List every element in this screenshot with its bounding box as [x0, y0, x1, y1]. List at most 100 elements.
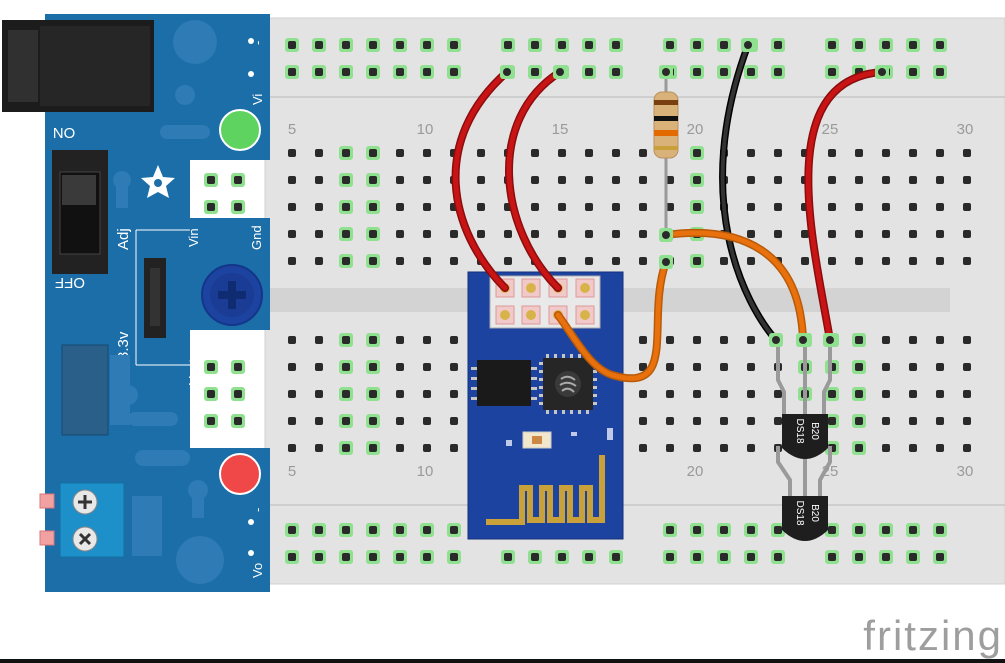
breadboard-hole — [450, 336, 458, 344]
rail-hole — [531, 41, 539, 49]
breadboard-hole — [882, 390, 890, 398]
breadboard-hole — [423, 390, 431, 398]
col-num-top-30: 30 — [957, 121, 974, 138]
wire-end — [878, 68, 886, 76]
rail-hole — [720, 553, 728, 561]
rail-hole — [369, 553, 377, 561]
breadboard-hole — [693, 176, 701, 184]
breadboard-hole — [720, 363, 728, 371]
pcb-antenna — [486, 455, 605, 525]
breadboard-hole — [882, 336, 890, 344]
breadboard-hole — [693, 417, 701, 425]
rail-hole — [585, 68, 593, 76]
rail-hole — [882, 526, 890, 534]
breadboard-hole — [774, 149, 782, 157]
header-pin — [526, 283, 536, 293]
rail-hole — [909, 526, 917, 534]
sensor-label: DS18 — [794, 500, 805, 525]
breadboard-hole — [747, 203, 755, 211]
rail-hole — [423, 553, 431, 561]
breadboard-hole — [639, 176, 647, 184]
breadboard-hole — [288, 149, 296, 157]
vo-led — [219, 453, 261, 495]
breadboard: 5 10 15 20 25 30 5 10 20 25 30 — [204, 17, 1005, 585]
breadboard-hole — [909, 176, 917, 184]
breadboard-hole — [585, 257, 593, 265]
breadboard-hole — [909, 336, 917, 344]
breadboard-hole — [693, 203, 701, 211]
rail-hole — [423, 41, 431, 49]
breadboard-hole — [585, 203, 593, 211]
breadboard-hole — [558, 149, 566, 157]
breadboard-hole — [639, 149, 647, 157]
breadboard-hole — [612, 257, 620, 265]
rail-hole — [693, 553, 701, 561]
breadboard-hole — [342, 336, 350, 344]
breadboard-hole — [315, 149, 323, 157]
col-num-top-20: 20 — [687, 121, 704, 138]
breadboard-hole — [369, 149, 377, 157]
breadboard-hole — [882, 230, 890, 238]
sensor-label: B20 — [809, 422, 820, 440]
rail-hole — [612, 68, 620, 76]
breadboard-hole — [693, 363, 701, 371]
breadboard-hole — [882, 257, 890, 265]
breadboard-hole — [369, 336, 377, 344]
breadboard-hole — [909, 203, 917, 211]
rail-hole — [531, 553, 539, 561]
rail-hole — [288, 526, 296, 534]
breadboard-hole — [423, 336, 431, 344]
power-supply-module: - Vi ON OFF Adj 3.3v Vin Gnd Vo — [2, 14, 270, 592]
col-num-bottom-5: 5 — [288, 463, 296, 480]
breadboard-hole — [936, 203, 944, 211]
breadboard-hole — [909, 230, 917, 238]
rail-hole — [450, 68, 458, 76]
breadboard-hole — [828, 203, 836, 211]
breadboard-hole — [963, 417, 971, 425]
breadboard-hole — [828, 390, 836, 398]
breadboard-hole — [369, 230, 377, 238]
breadboard-hole — [774, 230, 782, 238]
breadboard-hole — [882, 176, 890, 184]
module-pin — [207, 203, 215, 211]
breadboard-hole — [342, 363, 350, 371]
rail-hole — [774, 553, 782, 561]
breadboard-hole — [558, 257, 566, 265]
breadboard-hole — [288, 444, 296, 452]
wire-end — [556, 68, 564, 76]
breadboard-hole — [639, 257, 647, 265]
potentiometer-icon — [201, 264, 263, 326]
breadboard-hole — [936, 257, 944, 265]
breadboard-hole — [720, 444, 728, 452]
rail-hole — [396, 553, 404, 561]
breadboard-hole — [882, 363, 890, 371]
wire-end — [662, 68, 670, 76]
breadboard-hole — [639, 390, 647, 398]
breadboard-hole — [342, 444, 350, 452]
sensor-legs — [776, 342, 832, 500]
wire-end — [744, 41, 752, 49]
breadboard-hole — [315, 336, 323, 344]
breadboard-hole — [558, 176, 566, 184]
breadboard-hole — [747, 390, 755, 398]
breadboard-hole — [774, 417, 782, 425]
pin-gnd-top-label: Gnd — [249, 225, 264, 250]
breadboard-hole — [423, 176, 431, 184]
breadboard-hole — [855, 257, 863, 265]
breadboard-hole — [666, 444, 674, 452]
rail-hole — [369, 68, 377, 76]
flash-chip — [477, 360, 531, 406]
rail-hole — [342, 41, 350, 49]
breadboard-hole — [666, 336, 674, 344]
voltage-regulator — [61, 344, 109, 436]
rail-hole — [288, 41, 296, 49]
breadboard-hole — [396, 230, 404, 238]
col-num-bottom-30: 30 — [957, 463, 974, 480]
breadboard-hole — [801, 230, 809, 238]
rail-hole — [936, 553, 944, 561]
vi-label: Vi — [250, 94, 265, 105]
rail-hole — [774, 526, 782, 534]
rail-hole — [423, 68, 431, 76]
breadboard-hole — [315, 363, 323, 371]
rail-hole — [774, 41, 782, 49]
